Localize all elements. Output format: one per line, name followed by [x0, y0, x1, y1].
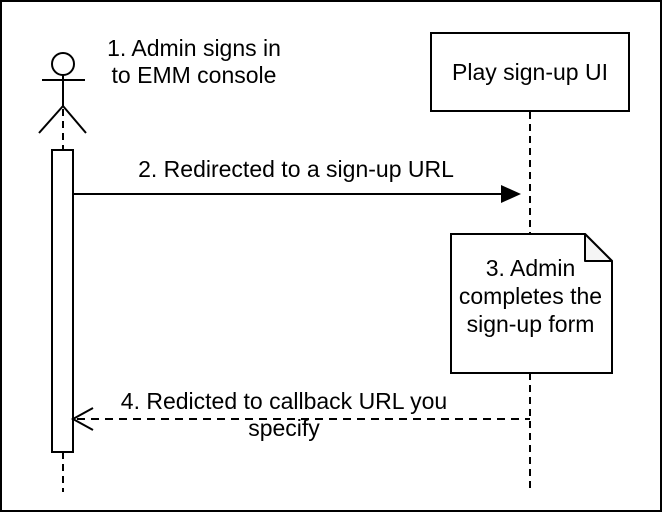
actor-leg-left — [38, 105, 64, 134]
actor-head — [51, 52, 75, 76]
actor-activation-bar — [51, 149, 74, 453]
message-4-arrowhead-icon — [70, 407, 94, 431]
message-4-label: 4. Redicted to callback URL you specify — [120, 388, 448, 441]
actor-figure-icon — [38, 52, 87, 134]
note-fold-icon — [584, 233, 613, 262]
actor-leg-right — [62, 105, 87, 134]
participant-label: Play sign-up UI — [452, 58, 608, 85]
message-2-arrowhead-icon — [501, 185, 521, 203]
message-2-label: 2. Redirected to a sign-up URL — [138, 156, 454, 182]
note-label: 3. Admin completes the sign-up form — [458, 255, 603, 337]
note-shape — [450, 233, 613, 374]
participant-play-signup-ui: Play sign-up UI — [430, 32, 630, 112]
actor-label: 1. Admin signs in to EMM console — [107, 35, 281, 88]
